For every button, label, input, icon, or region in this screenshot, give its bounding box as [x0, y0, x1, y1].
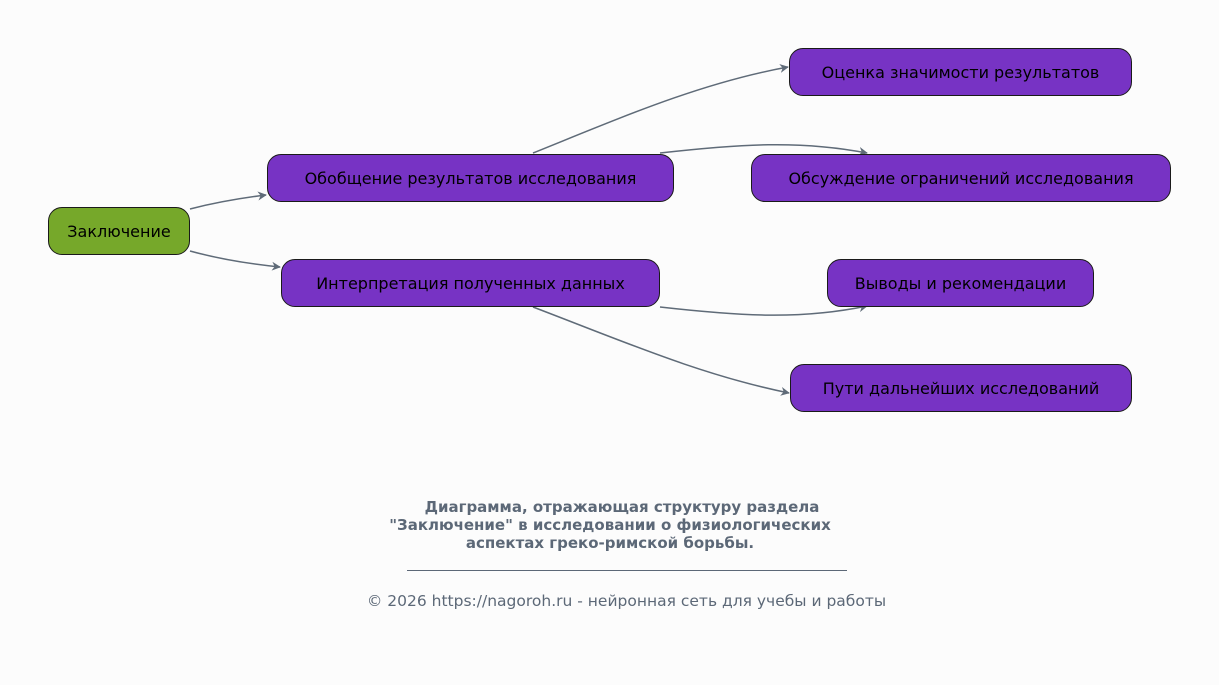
node-label: Выводы и рекомендации [854, 273, 1067, 293]
divider [407, 570, 847, 571]
root-node: Заключение [48, 207, 190, 255]
edge-summary-to-significance [532, 64, 789, 154]
node-interpretation: Интерпретация полученных данных [281, 259, 660, 307]
node-label: Обсуждение ограничений исследования [788, 168, 1134, 188]
caption-line: аспектах греко-римской борьбы. [465, 534, 755, 552]
edge-interpretation-to-conclusions [659, 303, 868, 316]
node-label: Оценка значимости результатов [821, 62, 1100, 82]
footer-copyright: © 2026 https://nagoroh.ru - нейронная се… [366, 592, 887, 610]
node-summary: Обобщение результатов исследования [267, 154, 674, 202]
node-label: Интерпретация полученных данных [316, 273, 625, 293]
node-label: Обобщение результатов исследования [304, 168, 637, 188]
caption-line: Диаграмма, отражающая структуру раздела [424, 498, 820, 516]
node-significance: Оценка значимости результатов [789, 48, 1132, 96]
node-conclusions: Выводы и рекомендации [827, 259, 1094, 307]
node-limitations: Обсуждение ограничений исследования [751, 154, 1171, 202]
edge-summary-to-limitations [659, 143, 868, 156]
caption-line: "Заключение" в исследовании о физиологич… [389, 516, 831, 534]
edge-root-to-summary [189, 191, 267, 210]
edge-interpretation-to-future [532, 306, 790, 396]
edge-root-to-interpretation [189, 250, 281, 271]
root-node-label: Заключение [67, 221, 171, 241]
node-label: Пути дальнейших исследований [822, 378, 1100, 398]
diagram-caption: Диаграмма, отражающая структуру раздела … [300, 498, 920, 552]
node-future-research: Пути дальнейших исследований [790, 364, 1132, 412]
